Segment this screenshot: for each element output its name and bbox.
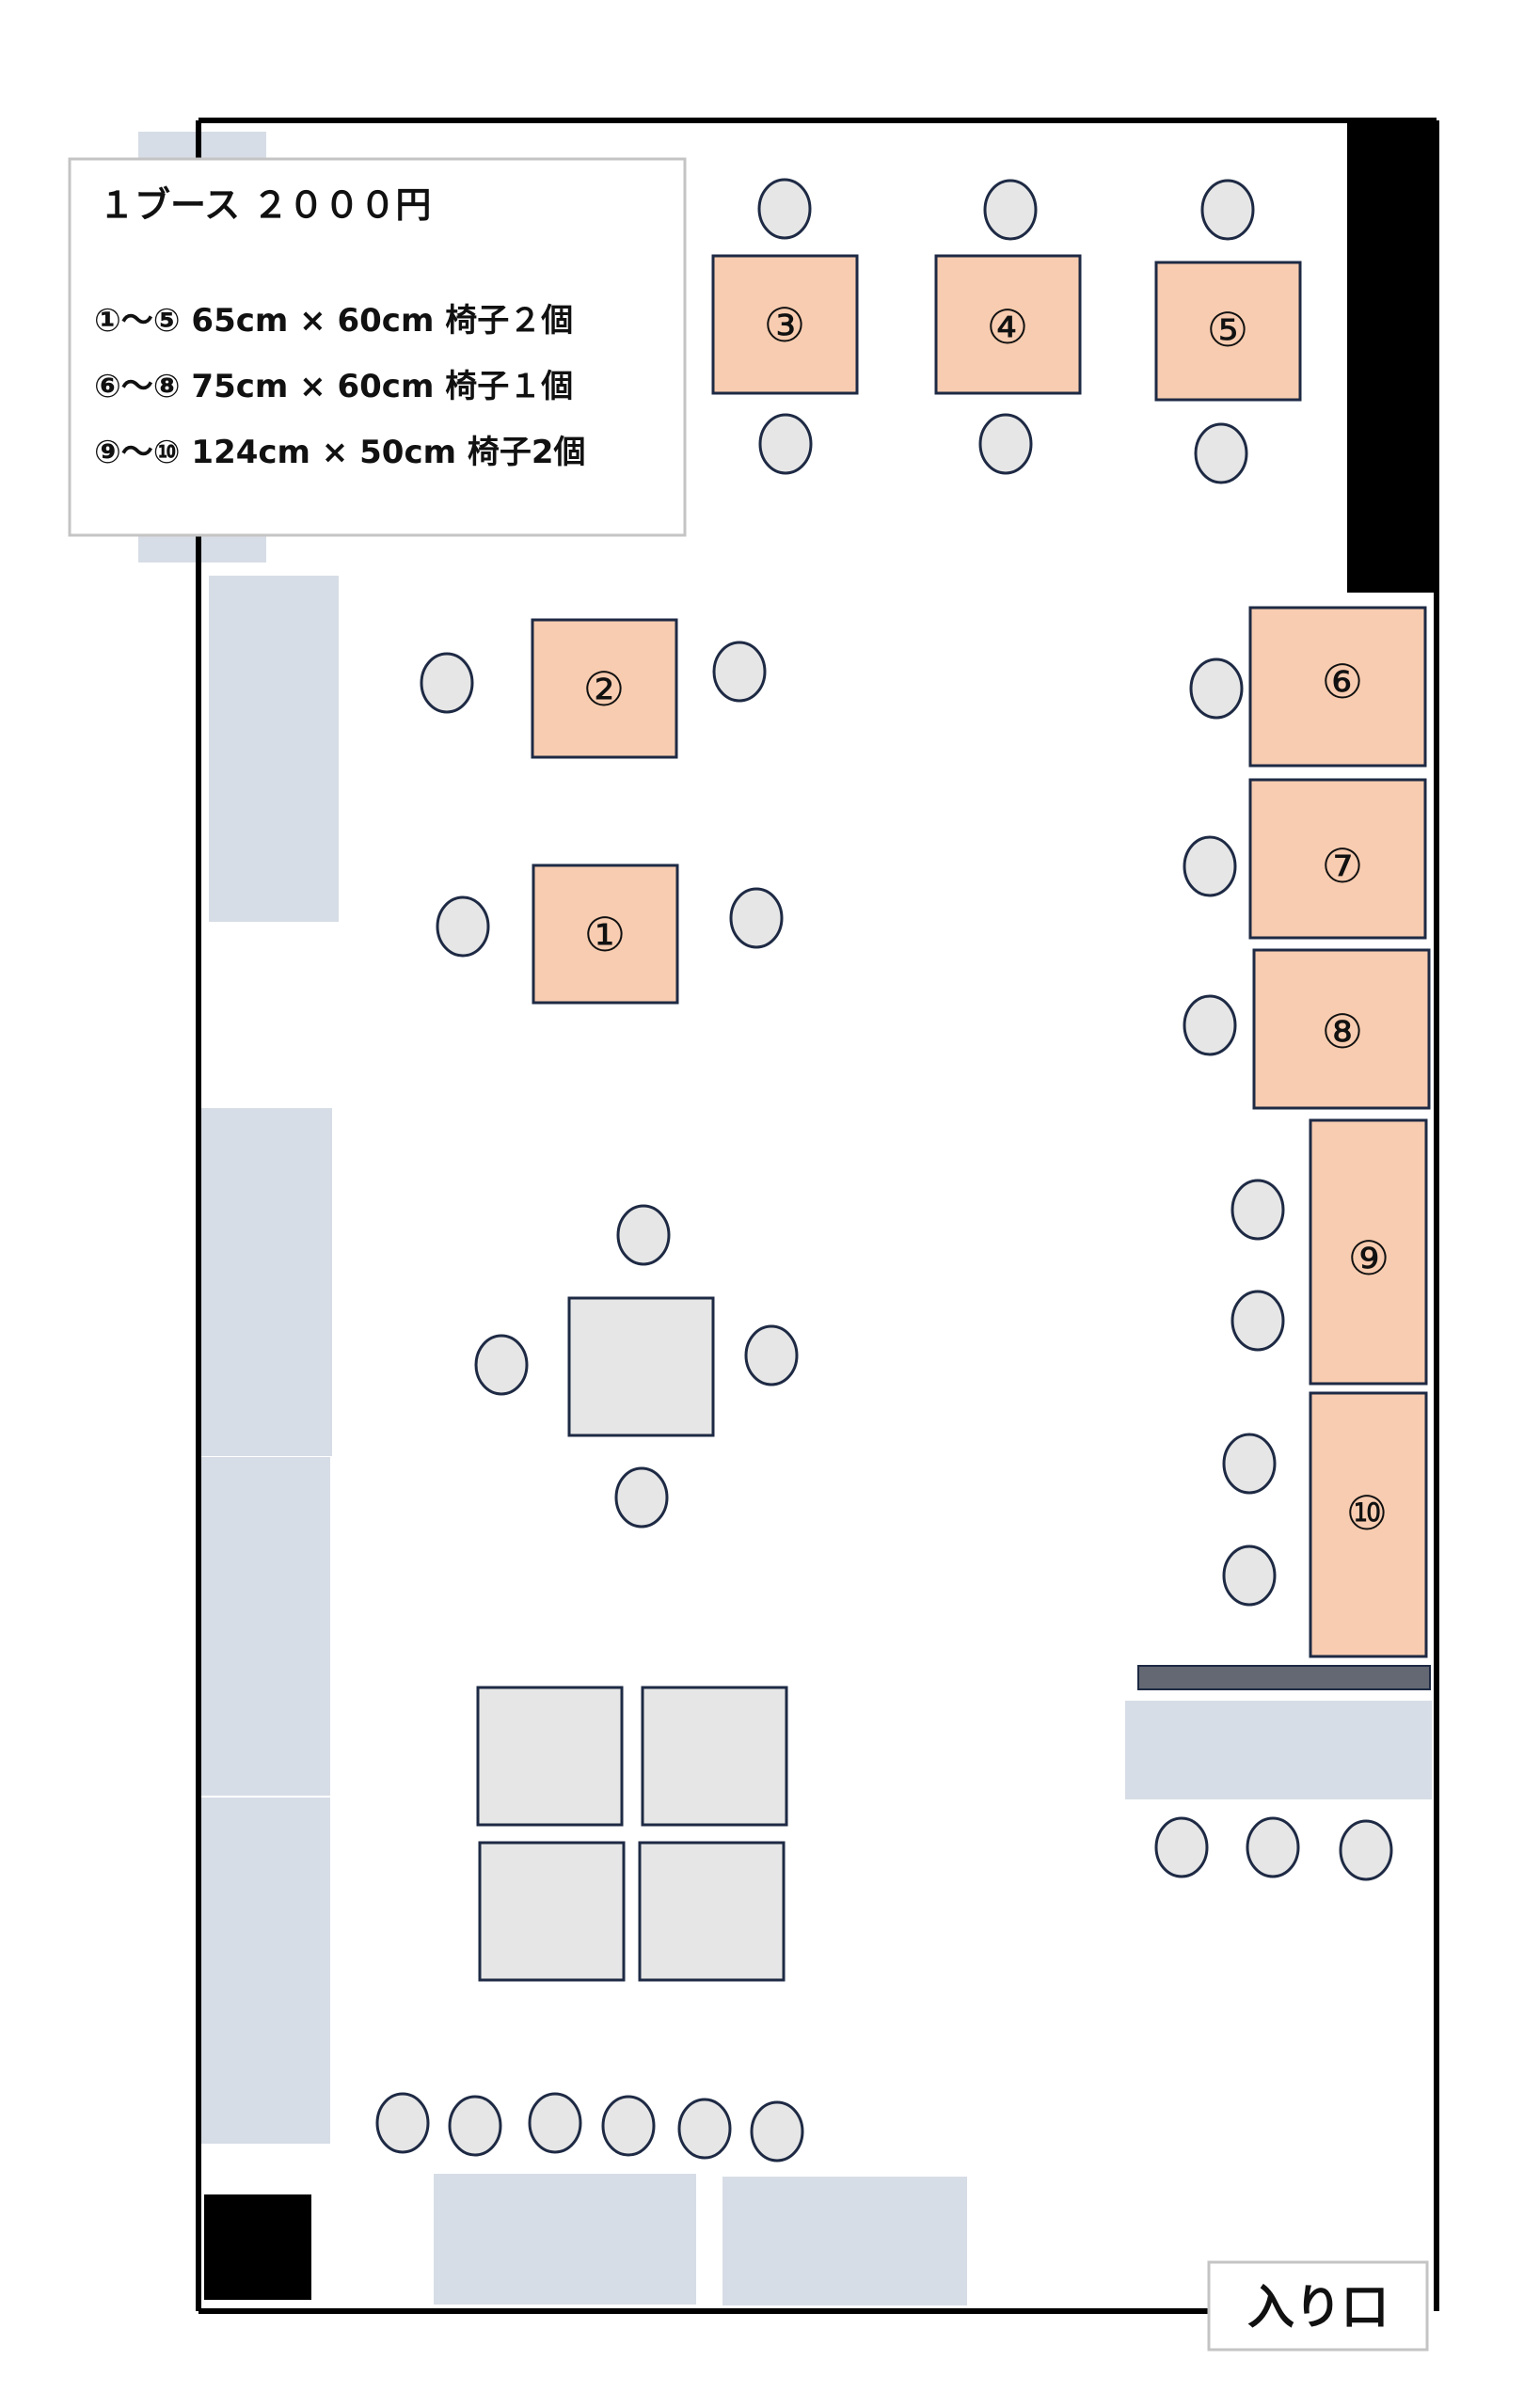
right-wall-block xyxy=(1347,122,1434,593)
table-group-bottom-left xyxy=(478,1841,626,1982)
chair xyxy=(1189,657,1244,720)
left-bench-1 xyxy=(200,1108,332,1456)
booth-label-6: ⑥ xyxy=(1322,655,1364,709)
chair xyxy=(616,1204,671,1266)
chair xyxy=(1222,1433,1277,1495)
chair xyxy=(1230,1179,1285,1241)
chair xyxy=(983,179,1038,241)
chair xyxy=(1194,422,1248,484)
booth-label-2: ② xyxy=(583,662,626,717)
chair xyxy=(1230,1290,1285,1352)
booth-1[interactable]: ① xyxy=(532,863,679,1005)
chair xyxy=(712,641,767,703)
chair xyxy=(601,2095,656,2157)
booth-5[interactable]: ⑤ xyxy=(1154,261,1302,402)
chair xyxy=(1339,1819,1393,1881)
booth-2[interactable]: ② xyxy=(531,618,678,759)
left-bench-3 xyxy=(198,1798,330,2144)
entrance: 入り口 xyxy=(1207,2260,1429,2352)
chair xyxy=(474,1334,529,1396)
booth-label-5: ⑤ xyxy=(1207,303,1249,357)
booth-label-4: ④ xyxy=(987,300,1029,355)
booth-10[interactable]: ⑩ xyxy=(1309,1391,1428,1658)
chair xyxy=(436,895,490,958)
common-tables xyxy=(476,1296,788,1982)
bottom-bench-left xyxy=(434,2174,696,2305)
table-group-top-right xyxy=(641,1686,788,1827)
booth-8[interactable]: ⑧ xyxy=(1252,948,1431,1110)
chair xyxy=(1246,1816,1300,1878)
chair xyxy=(375,2092,430,2154)
left-bench-2 xyxy=(198,1457,330,1796)
booth-3[interactable]: ③ xyxy=(711,254,859,395)
chair xyxy=(1200,179,1255,241)
chair xyxy=(1154,1816,1209,1878)
chair xyxy=(420,652,474,714)
chair xyxy=(1183,835,1237,897)
chair xyxy=(1183,994,1237,1056)
chair xyxy=(677,2098,732,2160)
legend-box: １ブース ２０００円 ①～⑤ 65cm × 60cm 椅子２個 ⑥～⑧ 75cm… xyxy=(68,157,687,537)
chair xyxy=(750,2100,804,2162)
chair xyxy=(448,2095,502,2157)
booth-label-1: ① xyxy=(584,908,627,962)
center-table xyxy=(567,1296,715,1437)
chair xyxy=(1222,1545,1277,1607)
right-counter xyxy=(1125,1701,1432,1799)
booth-9[interactable]: ⑨ xyxy=(1309,1118,1428,1386)
booth-label-7: ⑦ xyxy=(1322,839,1364,894)
booth-7[interactable]: ⑦ xyxy=(1248,778,1427,940)
table-group-top-left xyxy=(476,1686,624,1827)
counter-bar xyxy=(1137,1665,1431,1690)
chairs xyxy=(375,178,1393,2162)
chair xyxy=(757,178,812,240)
left-bench-upper xyxy=(209,576,339,922)
booth-label-9: ⑨ xyxy=(1348,1231,1390,1286)
chair xyxy=(978,413,1033,475)
legend-title: １ブース ２０００円 xyxy=(99,184,431,226)
booth-label-10: ⑩ xyxy=(1346,1486,1389,1541)
table-group-bottom-right xyxy=(638,1841,786,1982)
booth-4[interactable]: ④ xyxy=(934,254,1082,395)
chair xyxy=(744,1324,799,1386)
booth-label-3: ③ xyxy=(764,298,806,353)
booths: ① ② ③ ④ ⑤ ⑥ ⑦ ⑧ xyxy=(531,254,1431,1658)
legend-line-3: ⑨～⑩ 124cm × 50cm 椅子2個 xyxy=(94,434,586,471)
booth-6[interactable]: ⑥ xyxy=(1248,606,1427,768)
booth-label-8: ⑧ xyxy=(1322,1005,1364,1059)
corner-dark-block xyxy=(204,2194,311,2300)
legend-line-2: ⑥～⑧ 75cm × 60cm 椅子１個 xyxy=(94,368,573,405)
chair xyxy=(528,2092,582,2154)
bottom-bench-right xyxy=(722,2177,967,2305)
chair xyxy=(758,413,813,475)
chair xyxy=(614,1466,669,1529)
side-furniture xyxy=(138,132,1432,2305)
entrance-label: 入り口 xyxy=(1247,2280,1389,2335)
chair xyxy=(729,887,784,949)
legend-line-1: ①～⑤ 65cm × 60cm 椅子２個 xyxy=(94,302,573,340)
